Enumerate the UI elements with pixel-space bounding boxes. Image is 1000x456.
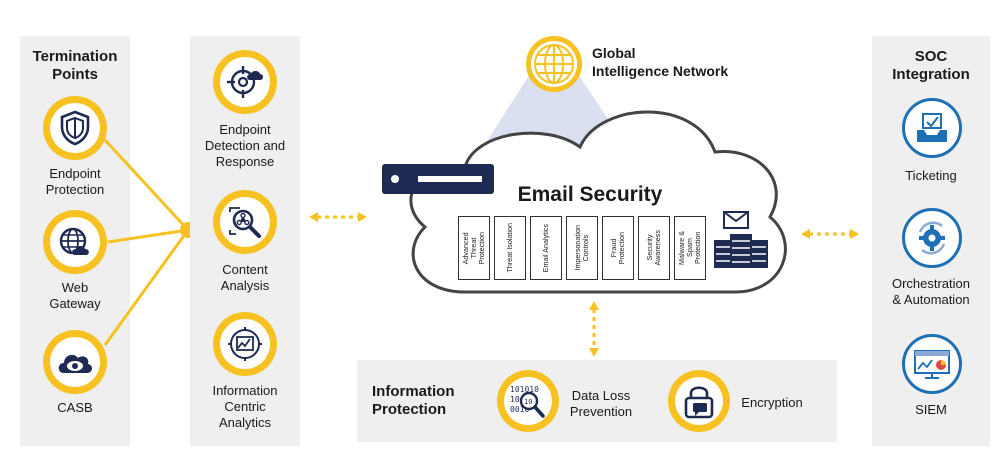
server-appliance-icon [382, 164, 494, 194]
encryption-circle [668, 370, 730, 432]
svg-text:10: 10 [524, 398, 532, 406]
endpoint-protection-label: Endpoint Protection [45, 166, 105, 197]
target-cloud-icon [227, 66, 263, 98]
biohazard-magnifier-icon [229, 207, 261, 238]
column-label: Malware & Spam Protection [677, 231, 702, 265]
web-gateway-label: Web Gateway [49, 280, 101, 311]
casb-circle [43, 330, 107, 394]
svg-text:101010: 101010 [510, 385, 539, 394]
column-label: Impersonation Controls [573, 225, 590, 271]
svg-text:0010: 0010 [510, 405, 529, 414]
information-protection-title: Information Protection [372, 383, 455, 418]
column-label: Email Analytics [541, 223, 550, 273]
termination-points-title: Termination Points [32, 48, 118, 83]
cloud-to-info-protection-arrow [589, 301, 599, 357]
siem-circle [902, 334, 962, 394]
mail-server-icon [714, 211, 768, 268]
detection-to-cloud-arrow [309, 212, 367, 222]
column-label: Fraud Protection [609, 231, 626, 265]
shield-icon [60, 110, 90, 146]
cloud-to-soc-arrow [801, 229, 859, 239]
information-protection-panel [357, 360, 837, 442]
termination-connector-lines [103, 138, 196, 346]
edr-circle [213, 50, 277, 114]
column-label: Security Awareness [645, 230, 662, 266]
content-analysis-label: Content Analysis [220, 262, 270, 293]
binary-magnifier-icon: 101010 10 0010 10 [510, 385, 545, 418]
padlock-icon [684, 386, 714, 419]
globe-cloud-icon [59, 227, 89, 255]
soc-integration-title: SOC Integration [892, 48, 970, 83]
column-fraud-protection: Fraud Protection [602, 216, 634, 280]
orchestration-label: Orchestration & Automation [891, 276, 971, 307]
column-advanced-threat-protection: Advanced Threat Protection [458, 216, 490, 280]
cloud-eye-icon [58, 354, 93, 373]
endpoint-protection-circle [43, 96, 107, 160]
column-malware-spam-protection: Malware & Spam Protection [674, 216, 706, 280]
column-email-analytics: Email Analytics [530, 216, 562, 280]
global-network-label: Global Intelligence Network [592, 45, 729, 79]
info-centric-analytics-circle [213, 312, 277, 376]
column-security-awareness: Security Awareness [638, 216, 670, 280]
orchestration-circle [902, 208, 962, 268]
dlp-label: Data Loss Prevention [569, 388, 633, 419]
ticket-tray-icon [917, 113, 947, 142]
ticketing-circle [902, 98, 962, 158]
gear-cycle-icon [918, 221, 946, 255]
edr-label: Endpoint Detection and Response [204, 122, 286, 169]
globe-grid-icon [534, 44, 574, 84]
casb-label: CASB [57, 400, 93, 415]
global-network-circle [526, 36, 582, 92]
content-analysis-circle [213, 190, 277, 254]
column-impersonation-controls: Impersonation Controls [566, 216, 598, 280]
svg-text:10: 10 [510, 395, 520, 404]
dlp-circle: 101010 10 0010 10 [497, 370, 559, 432]
column-label: Threat Isolation [505, 223, 514, 273]
ticketing-label: Ticketing [905, 168, 957, 183]
web-gateway-circle [43, 210, 107, 274]
siem-label: SIEM [915, 402, 947, 417]
monitor-chart-icon [914, 350, 950, 379]
encryption-label: Encryption [741, 395, 803, 410]
analytics-chart-icon [228, 327, 262, 361]
email-security-title: Email Security [517, 183, 663, 206]
column-label: Advanced Threat Protection [461, 231, 486, 265]
info-centric-analytics-label: Information Centric Analytics [212, 383, 278, 430]
column-threat-isolation: Threat Isolation [494, 216, 526, 280]
